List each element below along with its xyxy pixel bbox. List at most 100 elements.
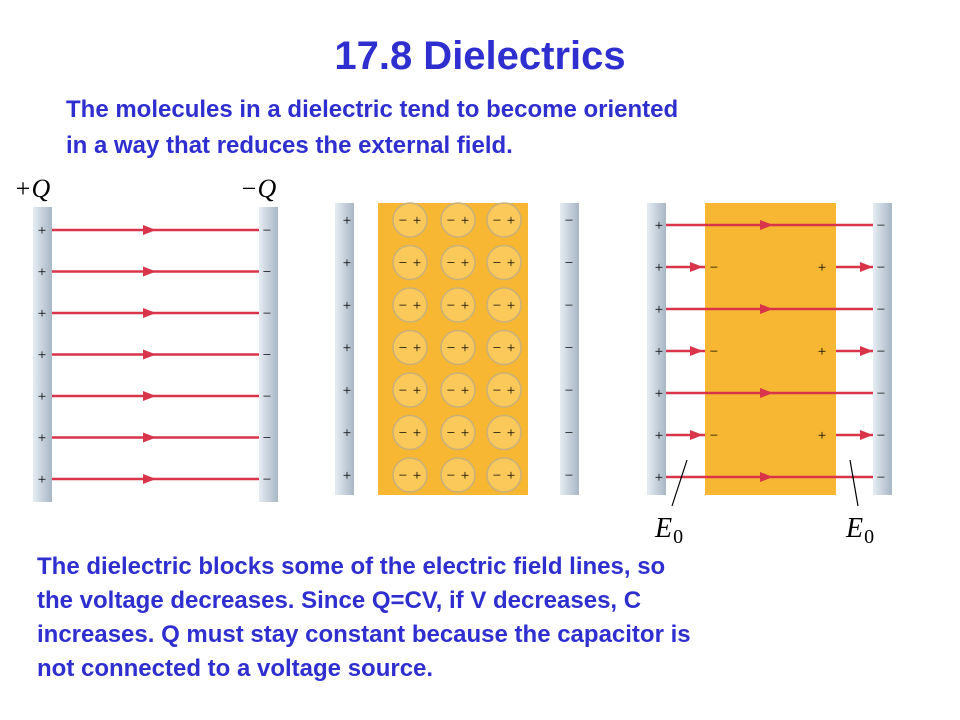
- plate-plus-sign: +: [38, 431, 46, 447]
- plate-plus-sign: +: [38, 223, 46, 239]
- plate-plus-sign: +: [655, 260, 663, 276]
- dielectric-molecule: [392, 414, 428, 451]
- plate-plus-sign: +: [655, 344, 663, 360]
- molecule-plus-sign: +: [413, 213, 421, 229]
- induced-plus-sign: +: [818, 344, 826, 360]
- polarized-molecules: −+−+−+−+−+−+−+−+−+−+−+−+−+−+−+−+−+−+−+−+…: [392, 202, 522, 493]
- dielectric-molecule: [440, 372, 476, 408]
- molecule-minus-sign: −: [399, 383, 407, 399]
- plate-minus-sign: −: [877, 344, 885, 360]
- negative-charge-label: −Q: [240, 174, 277, 203]
- molecule-minus-sign: −: [399, 213, 407, 229]
- plate-minus-sign: −: [263, 223, 271, 239]
- dielectric-molecule: [486, 372, 522, 408]
- field-arrowhead: [143, 432, 156, 443]
- plate-plus-sign: +: [38, 265, 46, 281]
- plate-charges: +−+−+−+−+−+−+−: [655, 218, 885, 486]
- molecule-plus-sign: +: [507, 341, 515, 357]
- molecule-minus-sign: −: [493, 213, 501, 229]
- field-label-right: E0: [845, 513, 874, 548]
- molecule-minus-sign: −: [447, 468, 455, 484]
- molecule-plus-sign: +: [507, 383, 515, 399]
- dielectric-molecule: [392, 329, 428, 366]
- molecule-plus-sign: +: [461, 341, 469, 357]
- molecule-plus-sign: +: [413, 298, 421, 314]
- plate-plus-sign: +: [655, 428, 663, 444]
- dielectric-molecule: [440, 414, 476, 451]
- slide-title: 17.8 Dielectrics: [334, 34, 626, 78]
- field-arrowhead: [143, 349, 156, 360]
- molecule-plus-sign: +: [461, 426, 469, 442]
- dielectric-molecule: [486, 457, 522, 493]
- plate-minus-sign: −: [263, 472, 271, 488]
- plate-plus-sign: +: [655, 302, 663, 318]
- field-arrowhead: [860, 262, 873, 272]
- plate-plus-sign: +: [343, 213, 351, 229]
- plate-plus-sign: +: [343, 468, 351, 484]
- molecule-minus-sign: −: [493, 298, 501, 314]
- plate-minus-sign: −: [565, 468, 573, 484]
- molecule-plus-sign: +: [507, 213, 515, 229]
- molecule-minus-sign: −: [493, 426, 501, 442]
- plate-plus-sign: +: [655, 470, 663, 486]
- plate-minus-sign: −: [263, 265, 271, 281]
- plate-plus-sign: +: [343, 426, 351, 442]
- positive-plate: [647, 203, 666, 495]
- molecule-plus-sign: +: [461, 256, 469, 272]
- plate-minus-sign: −: [565, 256, 573, 272]
- molecule-minus-sign: −: [399, 298, 407, 314]
- molecule-minus-sign: −: [493, 341, 501, 357]
- plate-minus-sign: −: [877, 428, 885, 444]
- plate-plus-sign: +: [655, 218, 663, 234]
- dielectric-molecule: [392, 244, 428, 281]
- dielectric-molecule: [392, 202, 428, 238]
- molecule-minus-sign: −: [399, 256, 407, 272]
- plate-minus-sign: −: [263, 306, 271, 322]
- dielectric-molecule: [392, 372, 428, 408]
- negative-plate: [560, 203, 579, 495]
- field-arrowhead: [860, 346, 873, 356]
- leader-line-left: [671, 459, 688, 507]
- dielectric-slab: [705, 203, 836, 495]
- plate-minus-sign: −: [263, 431, 271, 447]
- field-label-left: E0: [654, 513, 683, 548]
- field-arrowhead: [760, 472, 773, 482]
- molecule-plus-sign: +: [507, 426, 515, 442]
- molecule-minus-sign: −: [493, 256, 501, 272]
- induced-plus-sign: +: [818, 260, 826, 276]
- molecule-minus-sign: −: [399, 426, 407, 442]
- molecule-minus-sign: −: [447, 213, 455, 229]
- plate-minus-sign: −: [565, 213, 573, 229]
- leader-line-right: [849, 459, 859, 507]
- field-arrowhead: [143, 391, 156, 401]
- plate-minus-sign: −: [877, 470, 885, 486]
- negative-plate: [873, 203, 892, 495]
- plate-plus-sign: +: [343, 383, 351, 399]
- dielectric-molecule: [392, 287, 428, 323]
- plate-minus-sign: −: [877, 260, 885, 276]
- positive-plate: [33, 207, 52, 502]
- molecule-plus-sign: +: [461, 298, 469, 314]
- positive-charge-label: +Q: [14, 174, 51, 203]
- dielectric-molecule: [486, 202, 522, 238]
- dielectric-molecule: [392, 457, 428, 493]
- plate-charges: +−+−+−+−+−+−+−: [38, 223, 271, 488]
- field-arrowhead: [760, 304, 773, 314]
- dielectric-molecule: [440, 457, 476, 493]
- field-arrowhead: [143, 266, 156, 277]
- induced-minus-sign: −: [710, 344, 718, 360]
- molecule-plus-sign: +: [461, 213, 469, 229]
- dielectric-molecule: [486, 287, 522, 323]
- plate-minus-sign: −: [877, 302, 885, 318]
- induced-plus-sign: +: [818, 428, 826, 444]
- panel-reduced-field: +−+−+−+−+−+−+− −+−+−+ E0 E0: [647, 203, 892, 548]
- panel-empty-capacitor: +Q −Q +−+−+−+−+−+−+−: [14, 174, 278, 502]
- panel-polarized-dielectric: −+−+−+−+−+−+−+−+−+−+−+−+−+−+−+−+−+−+−+−+…: [335, 202, 579, 495]
- dielectric-molecule: [486, 329, 522, 366]
- molecule-plus-sign: +: [413, 383, 421, 399]
- plate-plus-sign: +: [38, 389, 46, 405]
- field-arrowhead: [143, 308, 156, 318]
- molecule-minus-sign: −: [447, 298, 455, 314]
- molecule-minus-sign: −: [493, 468, 501, 484]
- induced-surface-charges: −+−+−+: [710, 260, 826, 444]
